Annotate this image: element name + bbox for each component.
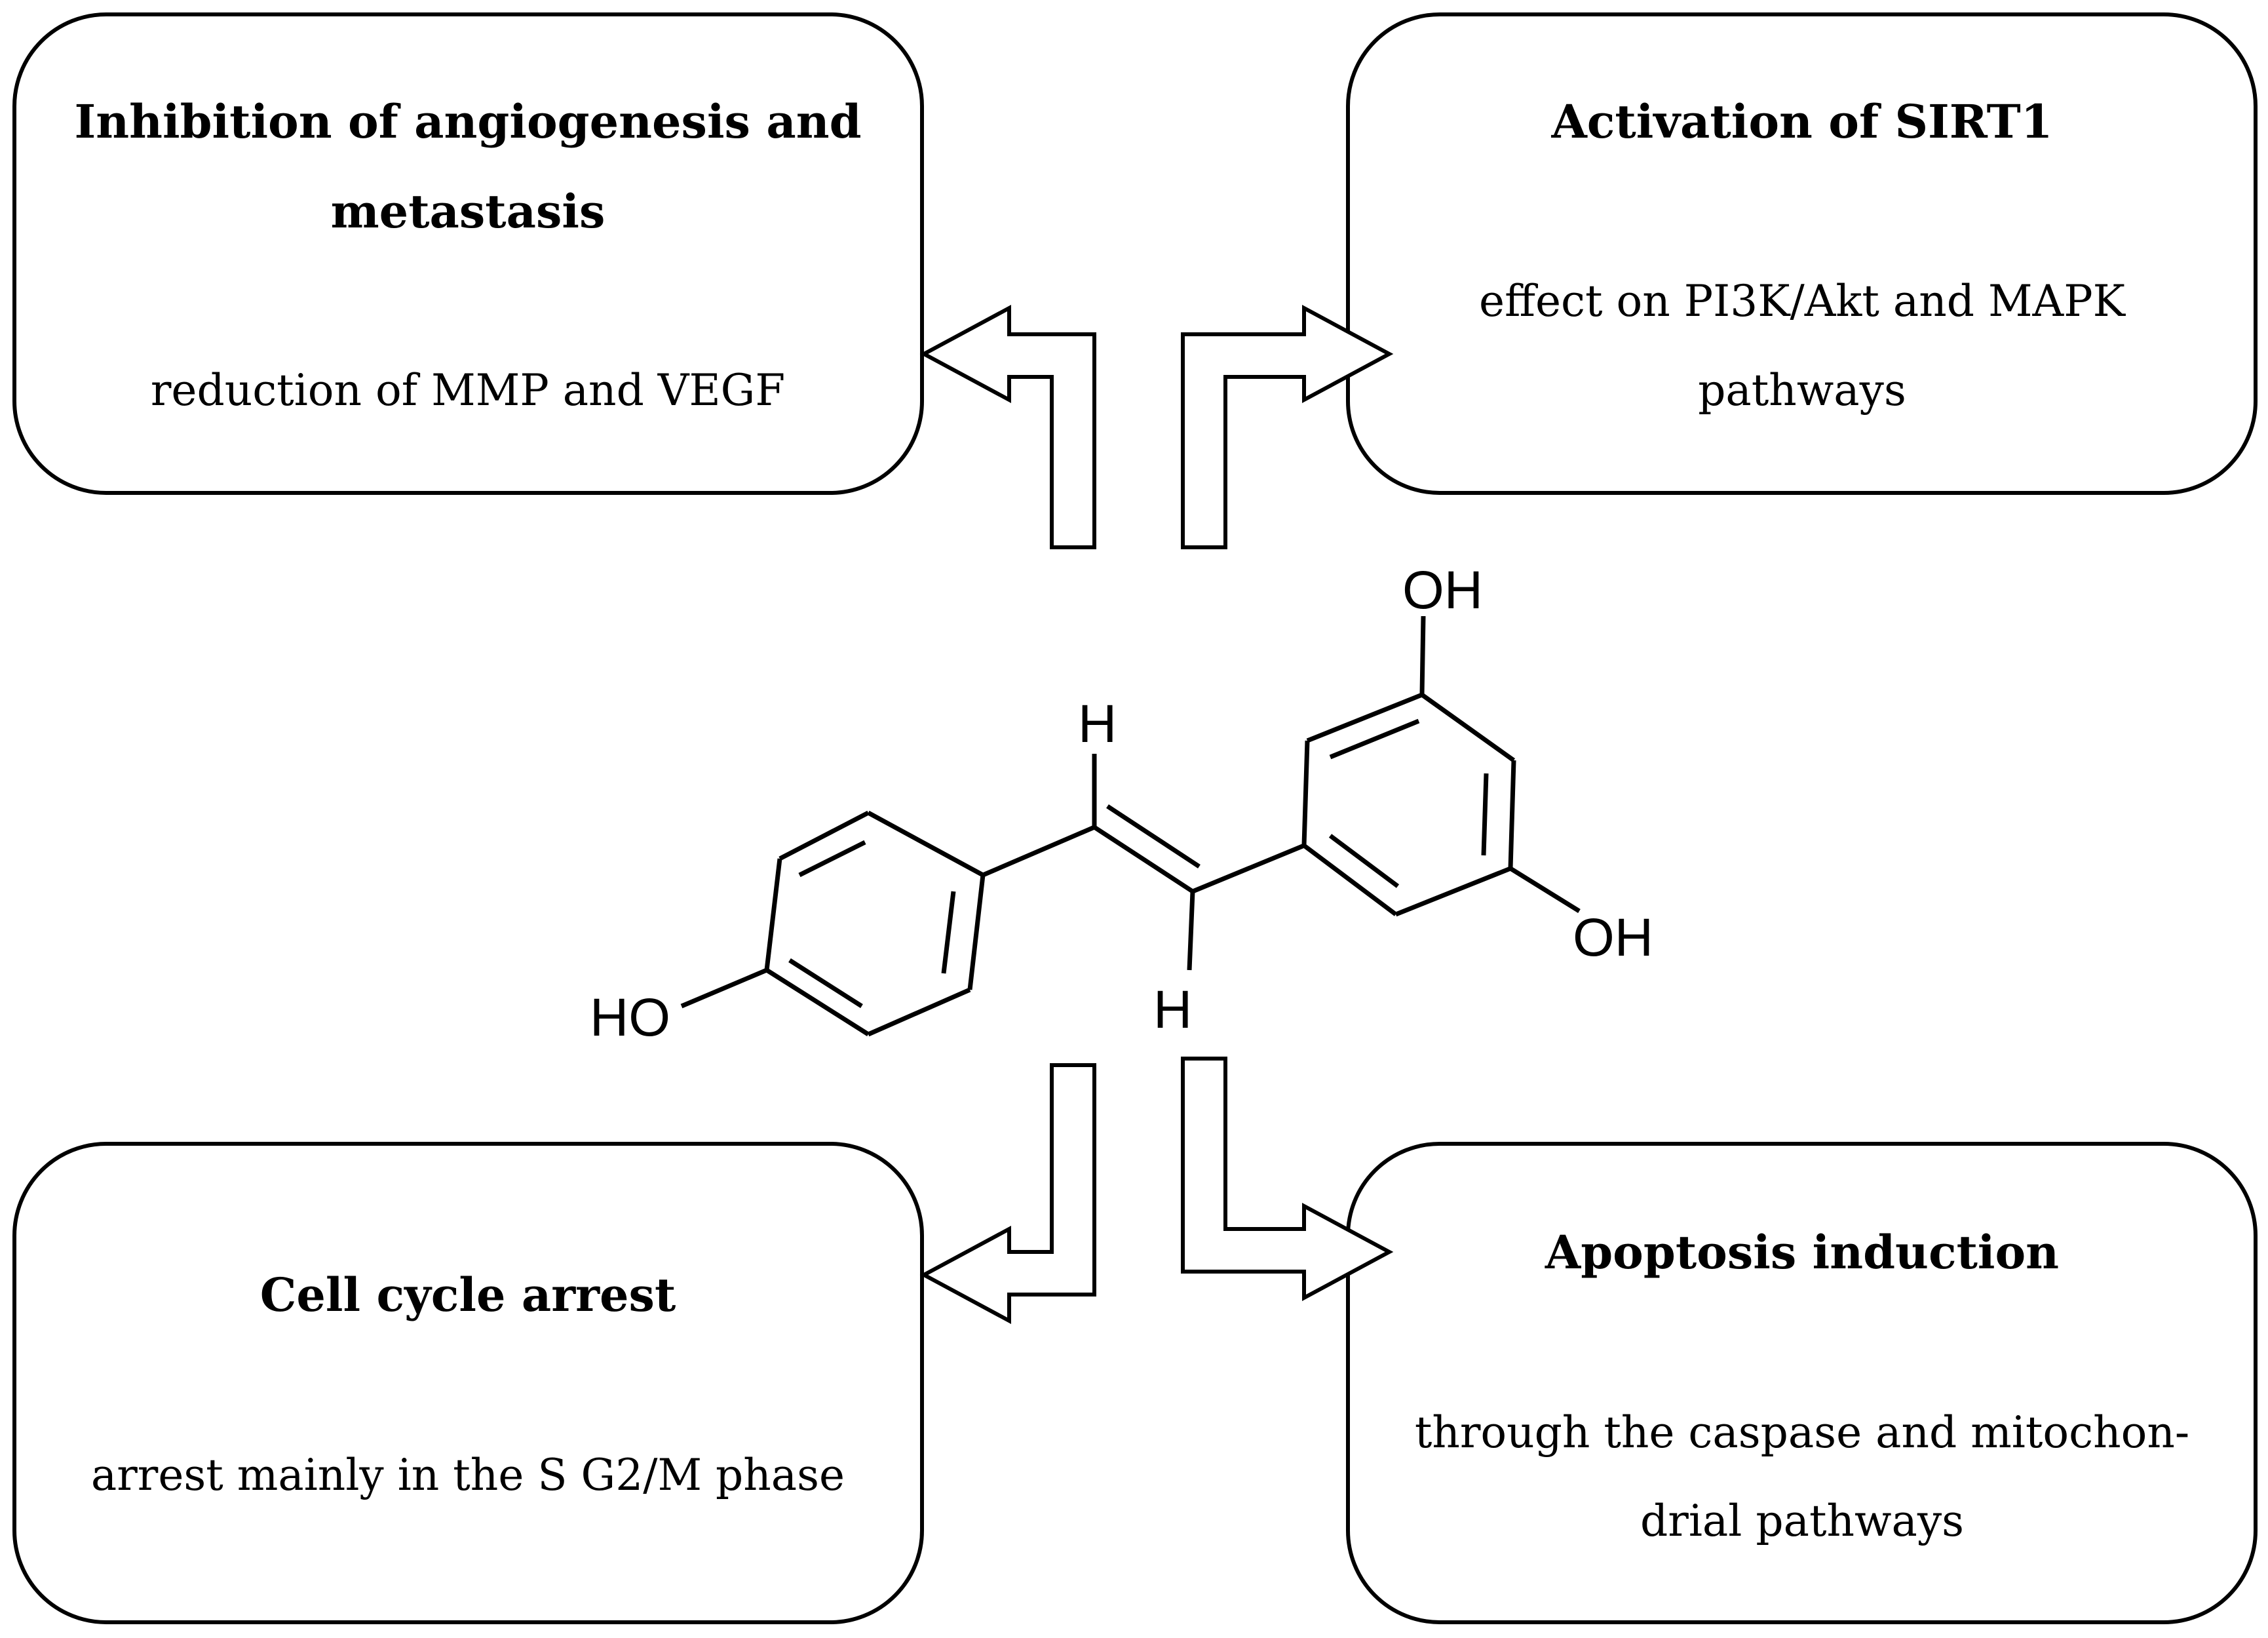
right-resorcinol-ring: [1301, 615, 1581, 917]
bond: [1301, 740, 1310, 846]
box-body-line-2: pathways: [1698, 365, 1906, 416]
bond: [1394, 866, 1512, 917]
atom-label-ho: HO: [590, 988, 670, 1047]
bond-hydroxyl-right: [1509, 867, 1581, 913]
box-title-line-1: Cell cycle arrest: [260, 1268, 676, 1322]
bond: [765, 968, 870, 1036]
box-frame: [12, 1142, 924, 1624]
bond-h-bottom: [1187, 891, 1195, 971]
box-title-line-1: Apoptosis induction: [1545, 1225, 2059, 1279]
bond: [1508, 760, 1516, 869]
left-phenol-ring: [680, 810, 986, 1037]
bond-alkene: [1093, 825, 1194, 893]
box-sirt1-activation: Activation of SIRT1 effect on PI3K/Akt a…: [1346, 12, 2258, 495]
box-body-line-1: reduction of MMP and VEGF: [151, 365, 785, 416]
box-frame: [1346, 12, 2258, 495]
box-apoptosis-induction: Apoptosis induction through the caspase …: [1346, 1142, 2258, 1624]
bond: [778, 810, 870, 861]
bond: [867, 987, 971, 1037]
box-body-line-1: through the caspase and mitochon-: [1415, 1407, 2189, 1458]
resveratrol-molecule: HO H H OH OH: [590, 560, 1653, 1047]
atom-label-oh-right: OH: [1573, 908, 1653, 967]
box-title-line-1: Activation of SIRT1: [1551, 94, 2053, 149]
arrow-to-top-left-icon: [919, 304, 1096, 549]
bond-double-inner: [798, 840, 866, 878]
box-angiogenesis-metastasis: Inhibition of angiogenesis and metastasi…: [12, 12, 924, 495]
bond-double-inner: [1329, 718, 1420, 760]
box-body-line-1: effect on PI3K/Akt and MAPK: [1479, 276, 2126, 326]
bond-hydroxyl-top: [1419, 615, 1426, 695]
arrow-to-top-right-icon: [1181, 304, 1394, 549]
arrow-to-bottom-left-icon: [919, 1063, 1096, 1325]
bond: [1306, 692, 1423, 743]
bond-double-inner: [1328, 834, 1400, 888]
arrow-to-bottom-right-icon: [1181, 1057, 1394, 1302]
atom-label-oh-top: OH: [1402, 560, 1483, 620]
box-cell-cycle-arrest: Cell cycle arrest arrest mainly in the S…: [12, 1142, 924, 1624]
box-frame: [12, 12, 924, 495]
bond-double-inner: [941, 891, 956, 974]
bond: [867, 810, 984, 878]
box-body-line-2: drial pathways: [1640, 1496, 1964, 1546]
bond-double-inner: [788, 958, 863, 1008]
bond-vinyl: [1191, 843, 1305, 894]
bond: [967, 874, 986, 990]
atom-label-h-bottom: H: [1153, 980, 1192, 1040]
atom-label-h-top: H: [1078, 694, 1117, 754]
bond-vinyl: [982, 825, 1096, 878]
box-frame: [1346, 1142, 2258, 1624]
bond: [1420, 693, 1516, 762]
box-body-line-1: arrest mainly in the S G2/M phase: [91, 1450, 845, 1500]
bond-double-inner: [1481, 773, 1489, 856]
bond-hydroxyl: [680, 967, 768, 1009]
box-title-line-2: metastasis: [331, 184, 605, 239]
bond: [764, 858, 782, 971]
bond: [1302, 844, 1398, 916]
box-title-line-1: Inhibition of angiogenesis and: [74, 94, 861, 149]
bond-alkene-second: [1106, 804, 1201, 868]
